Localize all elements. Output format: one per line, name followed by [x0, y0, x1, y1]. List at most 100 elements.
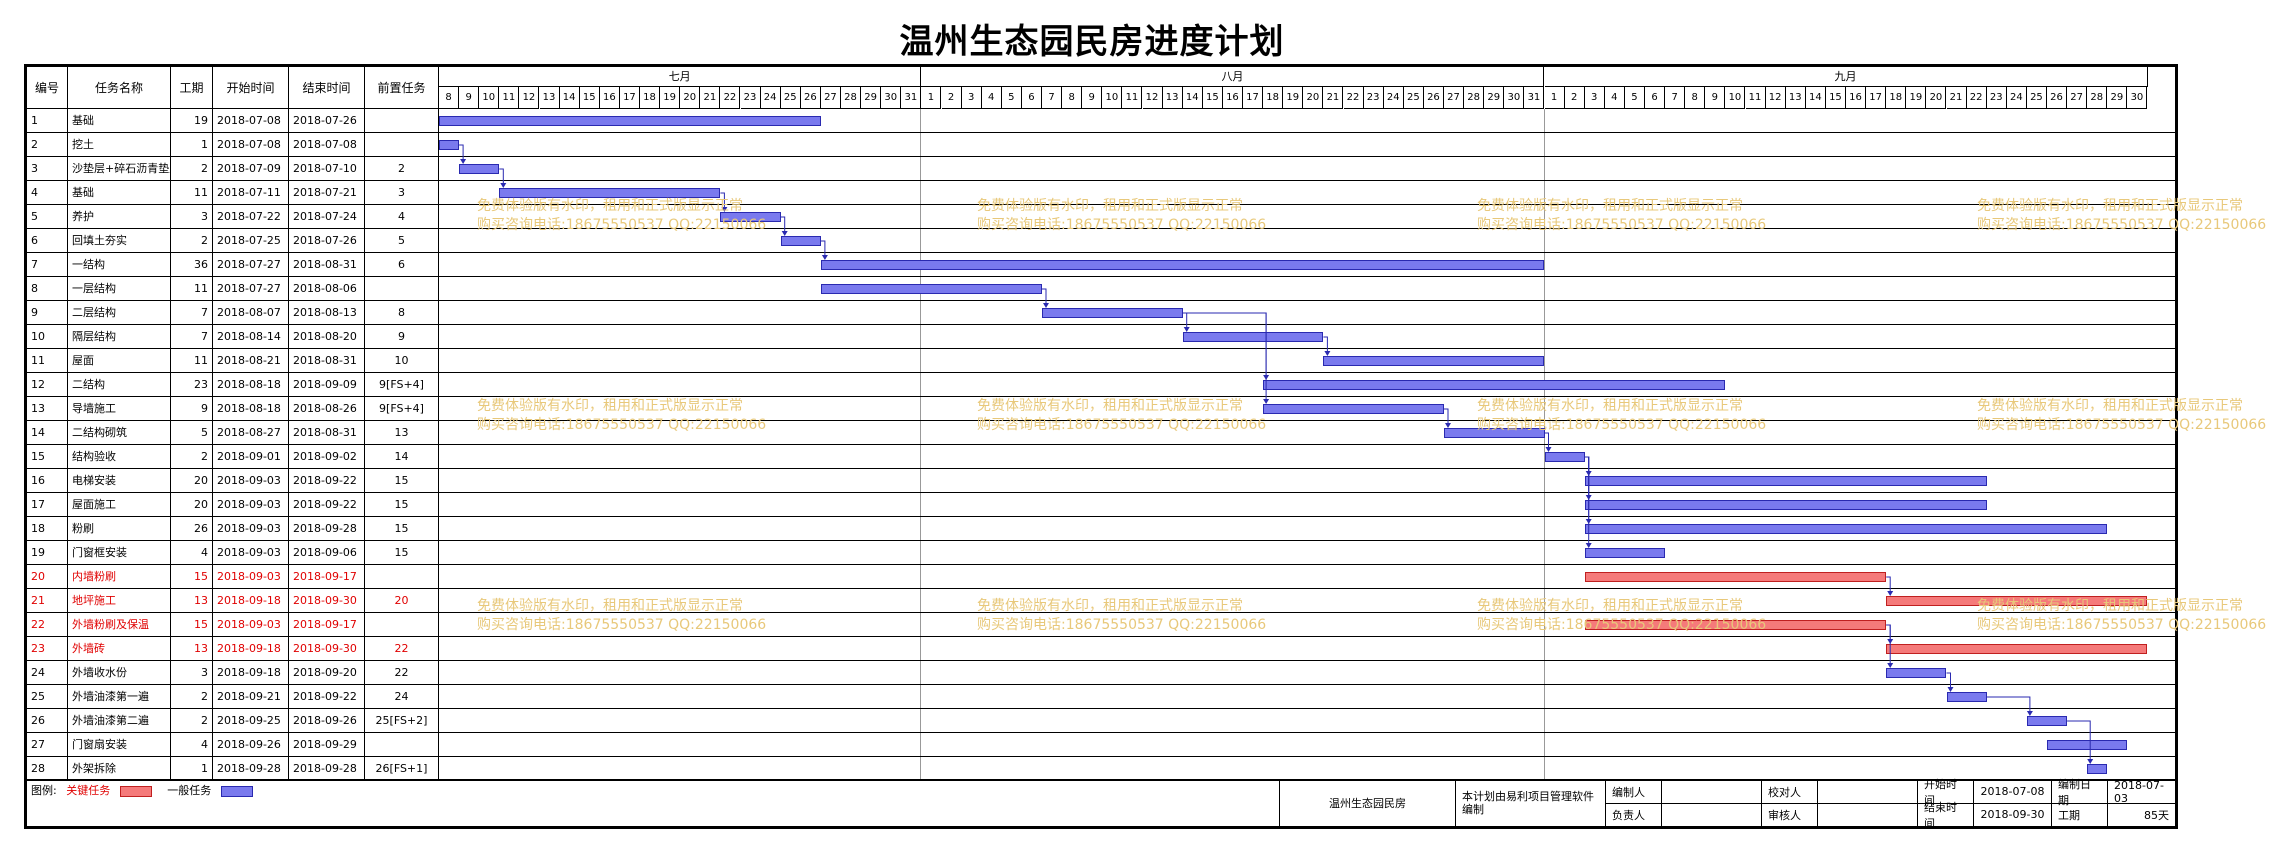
task-no: 27: [27, 733, 68, 756]
task-bar[interactable]: [459, 164, 500, 174]
watermark-line: 购买咨询电话:18675550537 QQ:22150066: [477, 417, 767, 433]
task-bar[interactable]: [1544, 452, 1585, 462]
day-label: 24: [1383, 87, 1404, 109]
day-label: 29: [1484, 87, 1505, 109]
task-end: 2018-09-22: [289, 493, 365, 516]
task-bar[interactable]: [1263, 380, 1726, 390]
task-end: 2018-09-30: [289, 589, 365, 612]
day-label: 22: [1966, 87, 1987, 109]
watermark: 免费体验版有水印，租用和正式版显示正常购买咨询电话:18675550537 QQ…: [477, 397, 766, 435]
watermark: 免费体验版有水印，租用和正式版显示正常购买咨询电话:18675550537 QQ…: [1477, 597, 1766, 635]
task-start: 2018-09-01: [213, 445, 289, 468]
day-label: 16: [599, 87, 620, 109]
task-pred: 15: [365, 469, 439, 492]
task-start: 2018-07-27: [213, 253, 289, 276]
critical-task-bar[interactable]: [1886, 644, 2148, 654]
watermark: 免费体验版有水印，租用和正式版显示正常购买咨询电话:18675550537 QQ…: [1977, 597, 2266, 635]
task-bar[interactable]: [1584, 476, 1987, 486]
task-bar[interactable]: [1584, 548, 1666, 558]
task-bar[interactable]: [820, 284, 1042, 294]
watermark: 免费体验版有水印，租用和正式版显示正常购买咨询电话:18675550537 QQ…: [1477, 397, 1766, 435]
watermark-line: 免费体验版有水印，租用和正式版显示正常: [977, 598, 1243, 614]
task-name: 结构验收: [68, 445, 171, 468]
day-label: 21: [1946, 87, 1967, 109]
task-no: 16: [27, 469, 68, 492]
task-start: 2018-09-26: [213, 733, 289, 756]
task-bar[interactable]: [439, 140, 460, 150]
task-pred: 10: [365, 349, 439, 372]
task-bar[interactable]: [1444, 428, 1545, 438]
task-end: 2018-08-31: [289, 253, 365, 276]
day-label: 5: [1001, 87, 1022, 109]
watermark-line: 免费体验版有水印，租用和正式版显示正常: [977, 198, 1243, 214]
task-bar[interactable]: [820, 260, 1545, 270]
footer-date-value: 2018-07-03: [2107, 779, 2175, 805]
task-bar[interactable]: [499, 188, 721, 198]
watermark-line: 免费体验版有水印，租用和正式版显示正常: [1977, 398, 2243, 414]
task-dur: 23: [171, 373, 213, 396]
task-bar[interactable]: [780, 236, 821, 246]
task-bar[interactable]: [1886, 668, 1947, 678]
task-bar[interactable]: [1584, 500, 1987, 510]
task-bar[interactable]: [2087, 764, 2108, 774]
task-no: 28: [27, 757, 68, 780]
task-end: 2018-09-22: [289, 469, 365, 492]
dependency-link: [1986, 696, 2031, 715]
dependency-link: [1584, 456, 1590, 523]
task-end: 2018-08-31: [289, 349, 365, 372]
dependency-link: [1042, 288, 1047, 307]
task-bar[interactable]: [1042, 308, 1183, 318]
watermark-line: 免费体验版有水印，租用和正式版显示正常: [1477, 398, 1743, 414]
critical-task-bar[interactable]: [1584, 572, 1887, 582]
task-dur: 5: [171, 421, 213, 444]
task-bar[interactable]: [1584, 524, 2108, 534]
critical-task-bar[interactable]: [1584, 620, 1887, 630]
day-label: 2: [1564, 87, 1585, 109]
day-label: 22: [720, 87, 741, 109]
task-bar[interactable]: [2047, 740, 2128, 750]
critical-task-bar[interactable]: [1886, 596, 2148, 606]
task-name: 一层结构: [68, 277, 171, 300]
task-name: 二层结构: [68, 301, 171, 324]
task-bar[interactable]: [1946, 692, 1987, 702]
task-bar[interactable]: [1323, 356, 1545, 366]
task-bar[interactable]: [439, 116, 821, 126]
task-bar[interactable]: [720, 212, 781, 222]
task-start: 2018-07-08: [213, 133, 289, 156]
task-bar[interactable]: [1263, 404, 1444, 414]
task-no: 8: [27, 277, 68, 300]
task-bar[interactable]: [1182, 332, 1324, 342]
task-bar[interactable]: [2026, 716, 2068, 726]
day-label: 20: [1926, 87, 1947, 109]
task-start: 2018-09-18: [213, 637, 289, 660]
month-label: 九月: [1544, 67, 2148, 87]
